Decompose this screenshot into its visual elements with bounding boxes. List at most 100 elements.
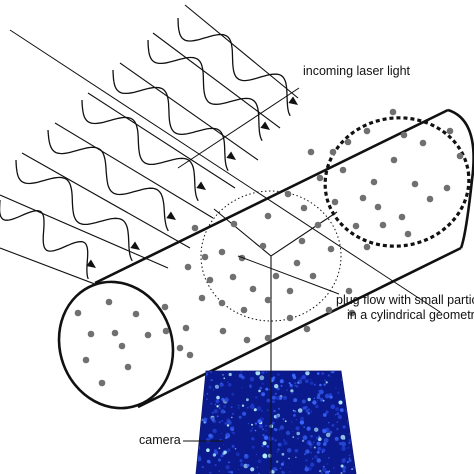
camera-speckle <box>274 428 278 432</box>
camera-speckle <box>268 388 271 391</box>
camera-speckle <box>279 467 282 469</box>
camera-speckle <box>197 455 201 459</box>
camera-speckle <box>258 389 261 393</box>
camera-speckle <box>311 458 314 460</box>
particle-dot-icon <box>162 327 170 335</box>
camera-speckle <box>272 467 277 472</box>
particle-dot-icon <box>286 314 294 322</box>
camera-speckle <box>353 450 356 454</box>
camera-speckle <box>238 407 240 409</box>
camera-speckle <box>341 441 346 447</box>
particle-dot-icon <box>98 379 106 387</box>
camera-speckle <box>266 409 269 412</box>
camera-speckle <box>293 414 296 417</box>
particle-dot-icon <box>184 263 192 271</box>
camera-speckle <box>285 430 291 436</box>
camera-speckle <box>348 458 352 463</box>
camera-speckle <box>222 452 226 456</box>
camera-speckle <box>336 412 340 416</box>
particle-dot-icon <box>264 334 272 342</box>
camera-speckle <box>322 465 325 468</box>
camera-speckle <box>292 430 294 433</box>
particle-dot-icon <box>74 309 82 317</box>
camera-speckle <box>212 428 218 434</box>
camera-speckle <box>292 436 295 438</box>
camera-speckle <box>302 406 306 410</box>
wave-arrow-icon <box>260 121 270 130</box>
camera-speckle <box>305 459 308 462</box>
camera-speckle <box>346 461 349 464</box>
camera-speckle <box>220 454 224 458</box>
camera-speckle <box>316 441 321 446</box>
particle-dot-icon <box>176 344 184 352</box>
camera-speckle <box>332 467 335 469</box>
wave-arrow-icon <box>166 211 176 220</box>
camera-speckle <box>273 409 276 413</box>
camera-speckle <box>340 434 346 440</box>
camera-speckle <box>250 467 255 472</box>
camera-speckle <box>316 395 321 400</box>
cylinder-near-end <box>57 280 175 410</box>
camera-speckle <box>247 422 250 425</box>
camera-speckle <box>271 395 276 400</box>
incident-line <box>9 29 441 313</box>
camera-speckle <box>305 449 310 454</box>
camera-speckle <box>237 404 240 407</box>
camera-speckle <box>306 426 311 431</box>
particle-dot-icon <box>264 212 272 220</box>
camera-speckle <box>348 393 352 397</box>
camera-speckle <box>343 371 349 374</box>
camera-speckle <box>309 378 312 381</box>
particle-dot-icon <box>243 336 251 344</box>
particle-dot-icon <box>219 327 227 335</box>
camera-speckle <box>344 384 349 388</box>
particle-dot-icon <box>300 204 308 212</box>
camera-speckle <box>221 397 225 401</box>
camera-speckle <box>301 375 306 380</box>
camera-speckle <box>249 429 253 432</box>
camera-speckle <box>256 406 262 411</box>
camera-speckle <box>335 407 339 411</box>
wave-arrow-icon <box>288 96 298 105</box>
camera-speckle <box>275 395 281 401</box>
camera-speckle <box>314 455 318 459</box>
camera-speckle <box>208 385 212 389</box>
particle-dot-icon <box>398 213 406 221</box>
camera-speckle <box>303 453 307 456</box>
wave-path <box>0 200 89 280</box>
particle-dot-icon <box>374 203 382 211</box>
camera-speckle <box>257 419 262 424</box>
camera-speckle <box>321 372 325 375</box>
camera-speckle <box>279 425 285 430</box>
laser-label: incoming laser light <box>303 64 410 78</box>
camera-speckle <box>309 381 314 385</box>
camera-speckle <box>322 399 325 402</box>
camera-speckle <box>301 439 305 442</box>
camera-speckle <box>238 468 240 471</box>
camera-speckle <box>319 383 322 387</box>
camera-speckle <box>330 404 336 410</box>
particle-dot-icon <box>111 329 119 337</box>
particle-dot-icon <box>309 272 317 280</box>
camera-speckle <box>294 448 299 453</box>
camera-speckle <box>227 382 232 387</box>
camera-speckle <box>313 446 316 449</box>
wave-arrow-icon <box>130 241 140 250</box>
laser-waves <box>0 17 298 280</box>
particle-dot-icon <box>379 221 387 229</box>
camera-speckle <box>305 371 310 376</box>
camera-speckle <box>275 468 278 471</box>
camera-speckle <box>327 374 331 377</box>
camera-speckle <box>348 442 351 445</box>
camera-speckle <box>246 406 249 409</box>
particle-dot-icon <box>198 294 206 302</box>
camera-speckle <box>219 438 222 442</box>
camera-speckle <box>312 400 317 405</box>
camera-speckle <box>196 435 199 438</box>
camera-speckle <box>214 384 219 389</box>
wave-path <box>15 159 133 262</box>
laser-rays <box>0 4 441 313</box>
camera-speckle <box>284 420 287 423</box>
particle-dot-icon <box>316 174 324 182</box>
